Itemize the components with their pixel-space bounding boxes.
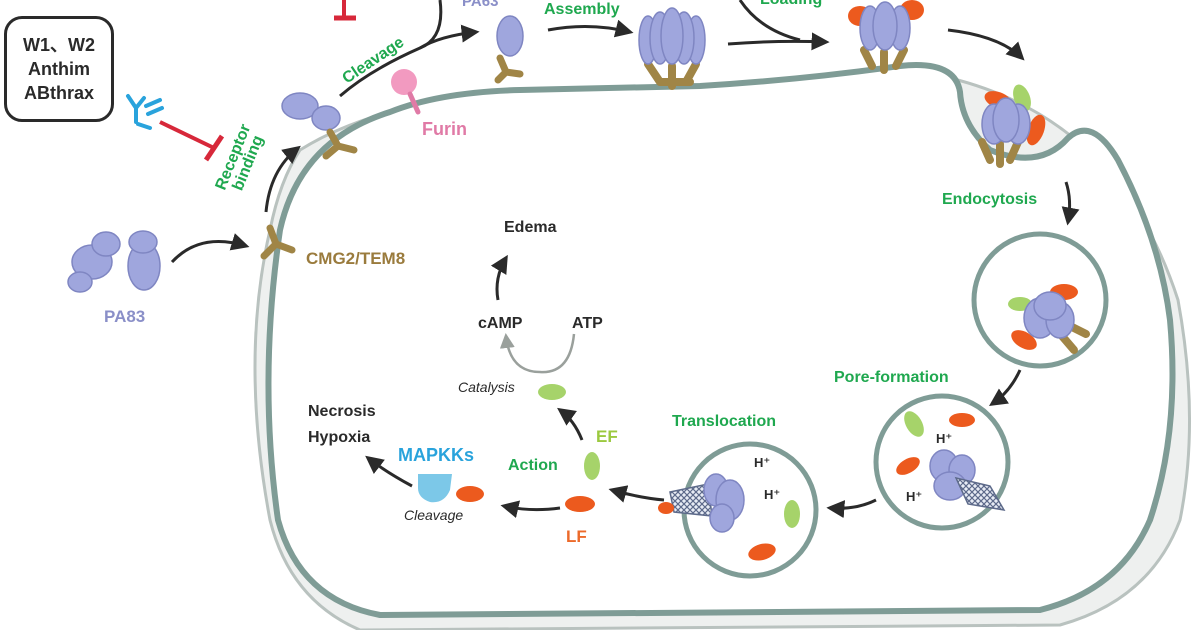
pa63-monomer-icon [494,15,524,84]
arrow-to-translocation [826,498,877,519]
camp-label: cAMP [478,315,523,332]
endocytosis-label: Endocytosis [942,191,1038,208]
antibody-icon [126,94,164,130]
catalysis-label: Catalysis [458,379,515,395]
lf-protein-icon [565,496,595,512]
arrow-to-loading [727,32,830,51]
lf-label: LF [566,527,587,546]
arrow-to-necrosis [365,455,413,488]
inhibit-receptor-binding-line [159,120,215,150]
edema-label: Edema [504,219,557,236]
inhibitor-list-box: W1、W2 Anthim ABthrax [4,16,114,122]
lf-cleavage-label: Cleavage [404,507,464,523]
arrow-cleavage [339,0,443,98]
arrow-receptor-binding [264,145,301,213]
arrow-lf-action [500,500,561,519]
furin-icon [391,69,421,115]
hypoxia-label: Hypoxia [308,429,371,446]
proton-label: H⁺ [764,487,781,502]
proton-label: H⁺ [906,489,923,504]
pore-formation-label: Pore-formation [834,369,949,386]
inhibitor-line: Anthim [28,59,90,79]
arrow-to-loading-top [738,0,801,42]
catalysis-cycle-arc [499,333,576,374]
furin-label: Furin [422,119,467,139]
pa83-protein-icon [67,230,161,293]
arrow-to-endocytosis [947,28,1025,61]
arrow-endocytosis [1061,181,1080,226]
arrow-ef-action [557,407,584,441]
pa83-label: PA83 [104,307,146,326]
translocation-label: Translocation [672,413,777,430]
pa63-label: PA63 [462,0,499,10]
inhibit-receptor-binding-bar [203,134,225,162]
inhibitor-line: ABthrax [23,83,94,103]
pa63-prepore-heptamer-icon [638,7,706,90]
ef-label: EF [596,427,618,446]
assembly-label: Assembly [544,1,620,18]
arrow-assembly [547,19,634,38]
arrow-pa83-to-receptor [170,233,250,264]
ef-protein-icon [584,452,600,480]
arrow-to-pa63 [419,24,480,50]
ef-catalysis-icon [538,384,566,400]
bound-pa83-icon [281,92,358,160]
receptor-icon [260,224,296,260]
translocating-pore-icon [658,473,800,561]
mapkks-label: MAPKKs [398,445,475,465]
proton-label: H⁺ [936,431,953,446]
pore-complex-icon [896,411,1006,512]
atp-label: ATP [572,315,603,332]
arrow-to-lf [608,485,665,503]
endosome-complex-icon [1008,284,1090,354]
mapkk-cleavage-icon [418,474,484,503]
necrosis-label: Necrosis [308,403,376,420]
proton-label: H⁺ [754,455,771,470]
receptor-label: CMG2/TEM8 [306,249,406,268]
arrow-pore-formation [989,369,1022,406]
loading-label: Loading [760,0,822,8]
loaded-toxin-complex-icon [848,0,924,74]
action-label: Action [508,457,558,474]
arrow-to-edema [490,254,508,301]
inhibitor-line: W1、W2 [23,35,95,55]
internalizing-complex-icon [978,84,1046,168]
